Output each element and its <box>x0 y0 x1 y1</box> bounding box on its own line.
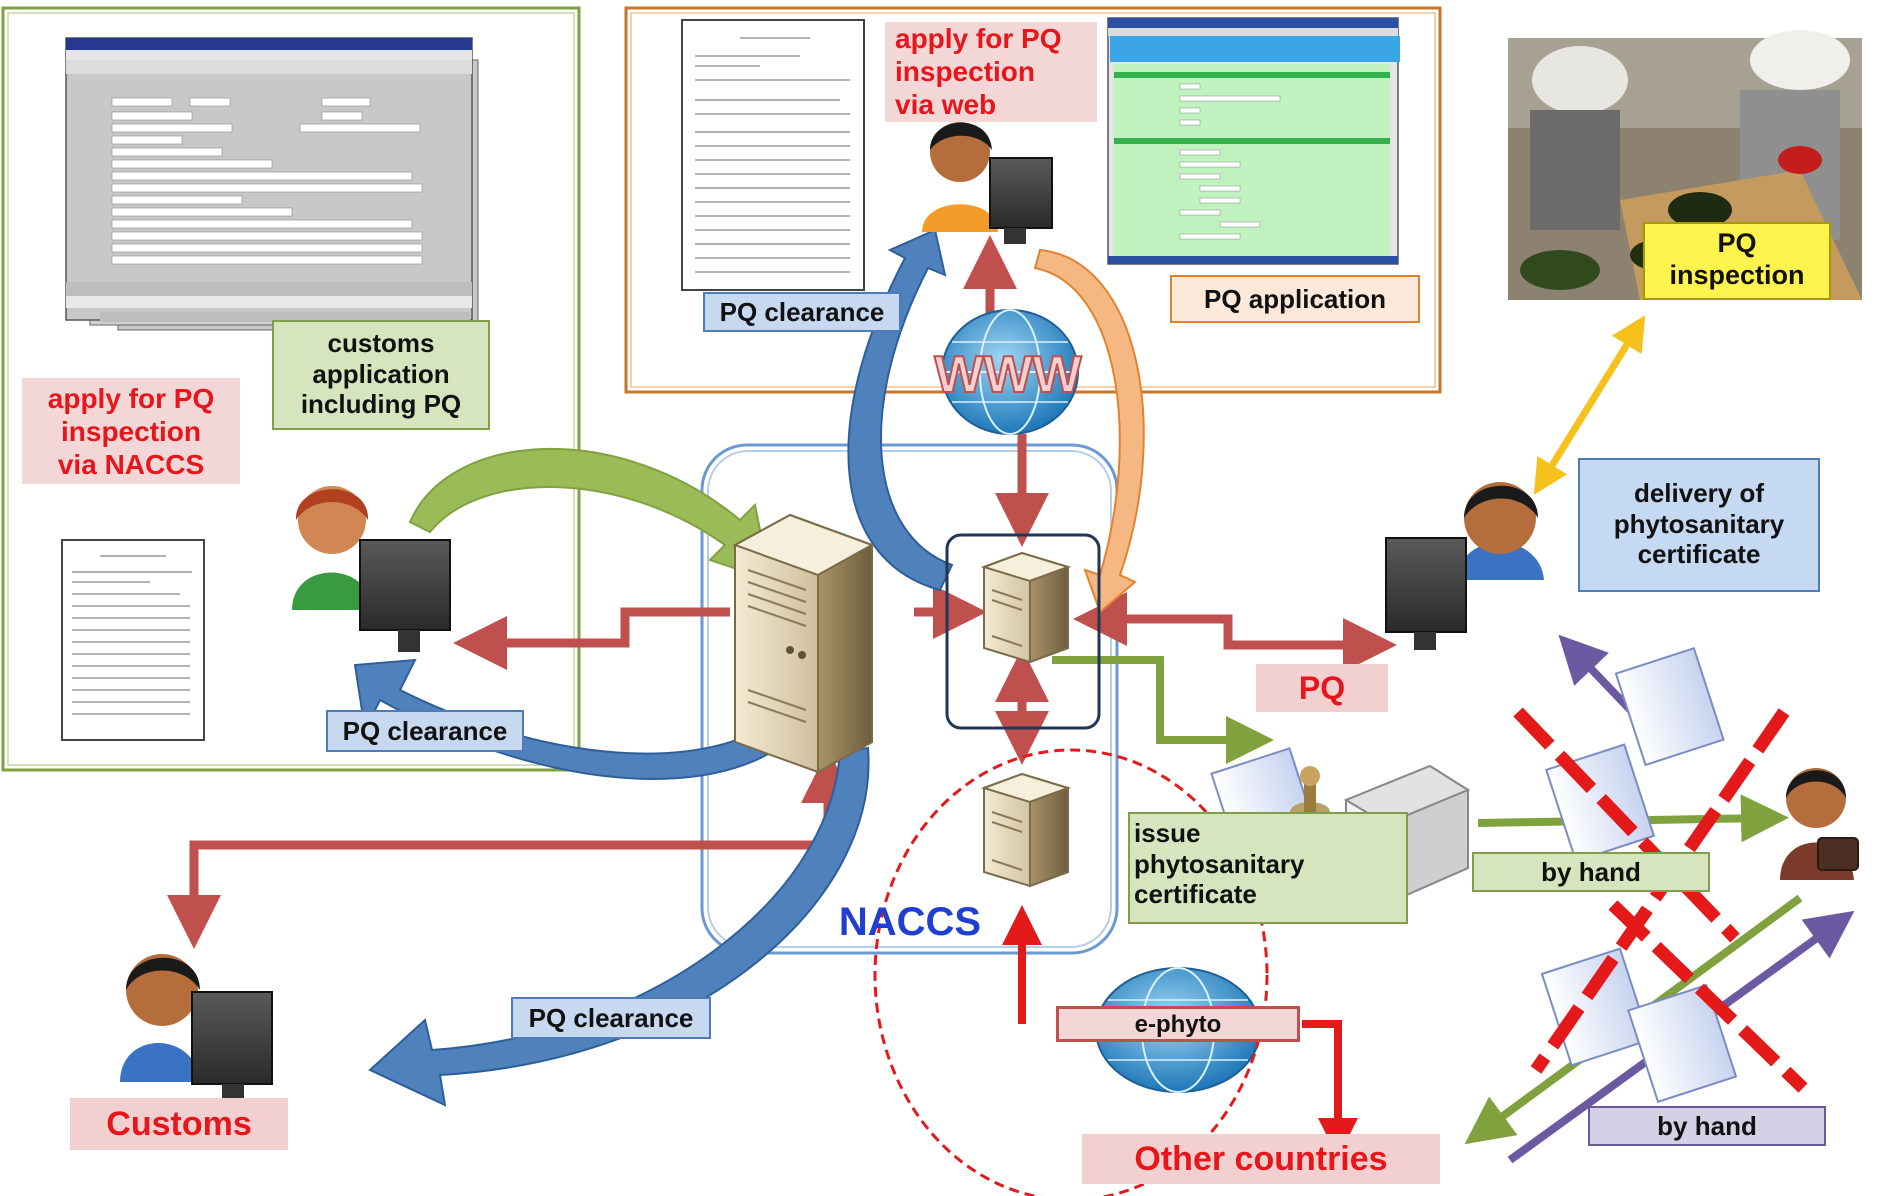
web-document <box>681 19 865 291</box>
naccs-container-inner <box>707 450 1112 948</box>
red-cross-bottom <box>1608 900 1808 1093</box>
naccs-user-person-icon <box>292 486 451 652</box>
customs-label: Customs <box>70 1098 288 1150</box>
arrow-naccs-to-customs <box>167 785 833 949</box>
pq-application-label: PQ application <box>1170 275 1420 323</box>
inspector-person-icon <box>1385 482 1544 650</box>
arrow-naccs-to-importer <box>453 607 730 670</box>
arrow-pq-to-server <box>1073 592 1233 646</box>
naccs-container <box>700 443 1119 955</box>
apply-naccs-label: apply for PQ inspection via NACCS <box>22 378 240 484</box>
pq-clearance-bottom-label: PQ clearance <box>511 997 711 1039</box>
ephyto-highlight-ellipse <box>873 748 1269 1196</box>
pq-clearance-top-label: PQ clearance <box>703 292 901 332</box>
naccs-application-frame-inner <box>7 12 575 766</box>
arrow-pq-application-web <box>1033 248 1145 614</box>
customs-person-icon <box>120 954 273 1102</box>
importer-person-icon <box>1780 768 1859 880</box>
arrow-server-to-issue <box>1052 656 1274 764</box>
arrow-pq-clearance-customs <box>368 746 870 1107</box>
web-application-window <box>1107 17 1400 265</box>
ephyto-arrows <box>1002 905 1358 1158</box>
customs-document <box>61 539 205 741</box>
naccs-window-screenshot <box>65 37 479 331</box>
web-user-person-icon <box>922 122 1053 244</box>
apply-web-label: apply for PQ inspection via web <box>885 22 1097 122</box>
issue-certificate-label: issue phytosanitary certificate <box>1128 812 1408 924</box>
customs-application-label: customs application including PQ <box>272 320 490 430</box>
naccs-application-frame <box>1 6 581 772</box>
arrow-server-to-pq <box>1223 618 1397 672</box>
arrow-inspection-exchange <box>1533 315 1646 495</box>
other-countries-label: Other countries <box>1082 1134 1440 1184</box>
web-server <box>980 551 1072 664</box>
by-hand-bottom-label: by hand <box>1588 1106 1826 1146</box>
naccs-label: NACCS <box>838 900 982 944</box>
ephyto-server <box>980 772 1072 888</box>
pq-inspection-label: PQ inspection <box>1643 222 1831 300</box>
web-server-frame <box>945 533 1101 730</box>
delivery-certificate-label: delivery of phytosanitary certificate <box>1578 458 1820 592</box>
www-globe-icon <box>941 309 1079 435</box>
pq-label: PQ <box>1256 664 1388 712</box>
ephyto-label: e-phyto <box>1056 1006 1300 1042</box>
by-hand-top-label: by hand <box>1472 852 1710 892</box>
arrow-ephyto-to-other-countries <box>1302 1020 1358 1158</box>
pq-clearance-left-label: PQ clearance <box>326 710 524 752</box>
naccs-main-server <box>732 513 875 774</box>
www-label: WWW <box>934 346 1082 404</box>
